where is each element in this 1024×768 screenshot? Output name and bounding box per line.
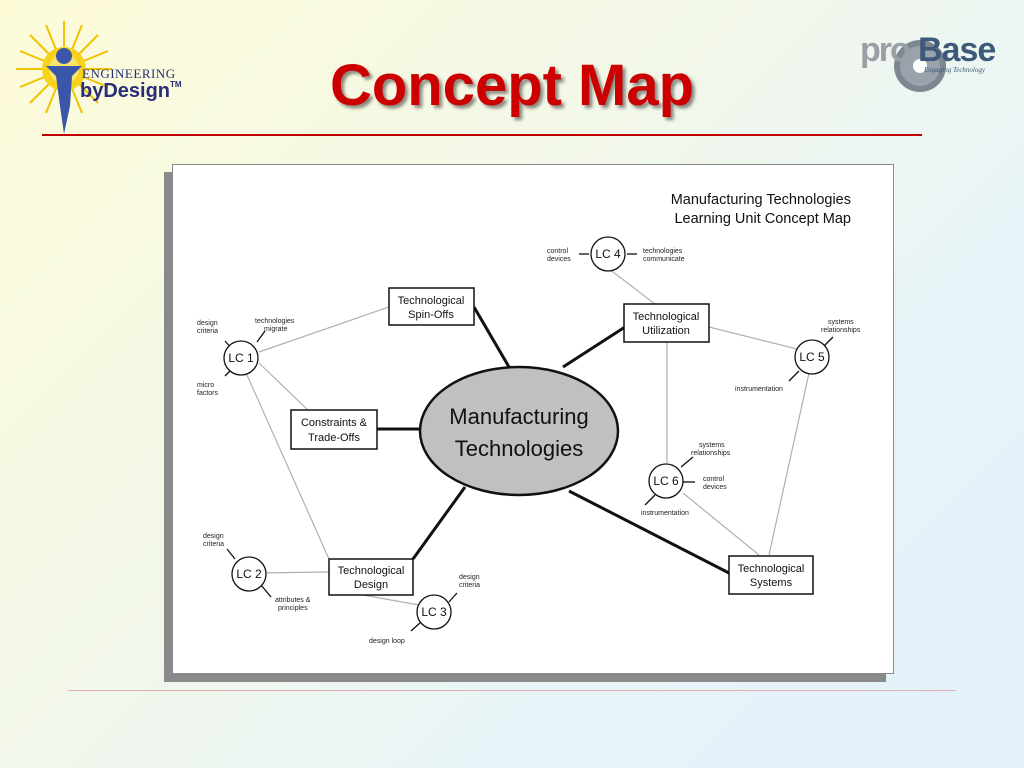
box-systems-line2: Systems: [750, 577, 793, 589]
box-spin-offs-line1: Technological: [398, 295, 465, 307]
edge-util-lc5: [708, 326, 798, 350]
box-design-line2: Design: [354, 579, 388, 591]
probase-logo: [858, 22, 994, 94]
note-lc2-design-2: criteria: [203, 541, 224, 548]
note-lc4-tech-1: technologies: [643, 248, 683, 255]
note-lc3-design-1: design: [459, 574, 480, 581]
edge-center-design: [411, 486, 467, 560]
person-icon: [46, 48, 82, 134]
disc-icon: [894, 40, 946, 92]
note-lc4-control-1: control: [547, 248, 568, 255]
note-lc1-tech-2: migrate: [264, 326, 287, 333]
page-title: Concept Map: [329, 53, 695, 118]
note-lc5-instr: instrumentation: [735, 386, 783, 393]
tick-lc5-instr: [788, 370, 800, 382]
tick-lc6-instr: [644, 494, 656, 506]
tick-lc2-attr: [260, 584, 272, 598]
edge-center-systems: [568, 489, 730, 575]
logo-tagline: Engaging Technology: [924, 66, 985, 74]
box-design-line1: Technological: [338, 565, 405, 577]
circle-lc6-label: LC 6: [653, 474, 679, 488]
note-lc2-attr-1: attributes &: [275, 597, 311, 604]
circle-lc3: [416, 594, 452, 630]
circle-lc4: [590, 236, 626, 272]
box-spin-offs-line2: Spin-Offs: [408, 309, 454, 321]
note-lc1-micro-1: micro: [197, 382, 214, 389]
note-lc2-attr-2: principles: [278, 605, 308, 612]
edge-lc2-design: [256, 571, 330, 574]
note-lc4-tech-2: communicate: [643, 256, 685, 263]
tick-lc2-design: [226, 548, 236, 560]
edge-center-spin: [472, 306, 511, 368]
circle-lc1: [223, 340, 259, 376]
box-utilization-line2: Utilization: [642, 325, 690, 337]
note-lc6-instr: instrumentation: [641, 510, 689, 517]
note-lc6-control-1: control: [703, 476, 724, 483]
logo-text-pro: pro: [860, 31, 911, 69]
logo-text-bydesign: byDesignTM: [80, 80, 182, 103]
box-utilization-line1: Technological: [633, 311, 700, 323]
box-utilization: Technological Utilization: [623, 303, 710, 343]
circle-lc6: [648, 463, 684, 499]
edge-center-util: [562, 325, 626, 369]
title-divider: [42, 134, 922, 136]
note-lc4-control-2: devices: [547, 256, 571, 263]
edge-lc4-util: [608, 268, 656, 305]
edge-lc5-systems: [768, 372, 810, 556]
edge-lc1-design: [246, 374, 330, 560]
note-lc2-design-1: design: [203, 533, 224, 540]
note-lc1-tech-1: technologies: [255, 318, 295, 325]
logo-text-bydesign-word: byDesign: [80, 80, 171, 102]
edge-design-lc3: [362, 594, 420, 606]
circle-lc5: [794, 339, 830, 375]
logo-text-base: Base: [918, 31, 996, 69]
note-lc3-design-2: criteria: [459, 582, 480, 589]
center-node-line2: Technologies: [455, 436, 583, 461]
box-systems-line1: Technological: [738, 563, 805, 575]
circle-lc2: [231, 556, 267, 592]
center-node: [418, 365, 620, 497]
engineering-by-design-logo: [14, 14, 194, 139]
tick-lc3-loop: [410, 621, 422, 632]
note-lc6-systems-1: systems: [699, 442, 725, 449]
box-constraints-line1: Constraints &: [301, 417, 368, 429]
note-lc1-micro-2: factors: [197, 390, 219, 397]
note-lc5-systems-2: relationships: [821, 327, 861, 334]
edge-lc1-spin: [258, 306, 390, 353]
note-lc5-systems-1: systems: [828, 319, 854, 326]
note-lc1-design-2: criteria: [197, 328, 218, 335]
footer-divider: [68, 690, 956, 691]
circle-lc5-label: LC 5: [799, 350, 825, 364]
box-spin-offs: Technological Spin-Offs: [388, 287, 475, 326]
note-lc6-control-2: devices: [703, 484, 727, 491]
tick-lc1-tech: [256, 330, 266, 343]
center-node-line1: Manufacturing: [449, 404, 588, 429]
note-lc6-systems-2: relationships: [691, 450, 731, 457]
concept-map-diagram: Manufacturing Technologies Learning Unit…: [197, 192, 861, 645]
circle-lc2-label: LC 2: [236, 567, 262, 581]
note-lc3-loop: design loop: [369, 638, 405, 645]
box-systems: Technological Systems: [728, 555, 814, 595]
circle-lc4-label: LC 4: [595, 247, 621, 261]
note-lc1-design-1: design: [197, 320, 218, 327]
box-constraints-line2: Trade-Offs: [308, 432, 360, 444]
tick-lc3-design: [448, 592, 458, 603]
box-constraints: Constraints & Trade-Offs: [290, 409, 378, 450]
edge-lc1-constraints: [258, 362, 312, 414]
box-design: Technological Design: [328, 558, 414, 596]
logo-text-engineering: ENGINEERING: [82, 66, 176, 81]
edge-lc6-systems: [682, 492, 760, 556]
logo-tm: TM: [170, 80, 182, 89]
map-heading-line1: Manufacturing Technologies: [671, 192, 851, 208]
map-heading-line2: Learning Unit Concept Map: [674, 211, 851, 227]
circle-lc1-label: LC 1: [228, 351, 254, 365]
concept-map-frame: Manufacturing Technologies Learning Unit…: [172, 164, 894, 674]
circle-lc3-label: LC 3: [421, 605, 447, 619]
tick-lc6-systems: [680, 456, 694, 468]
